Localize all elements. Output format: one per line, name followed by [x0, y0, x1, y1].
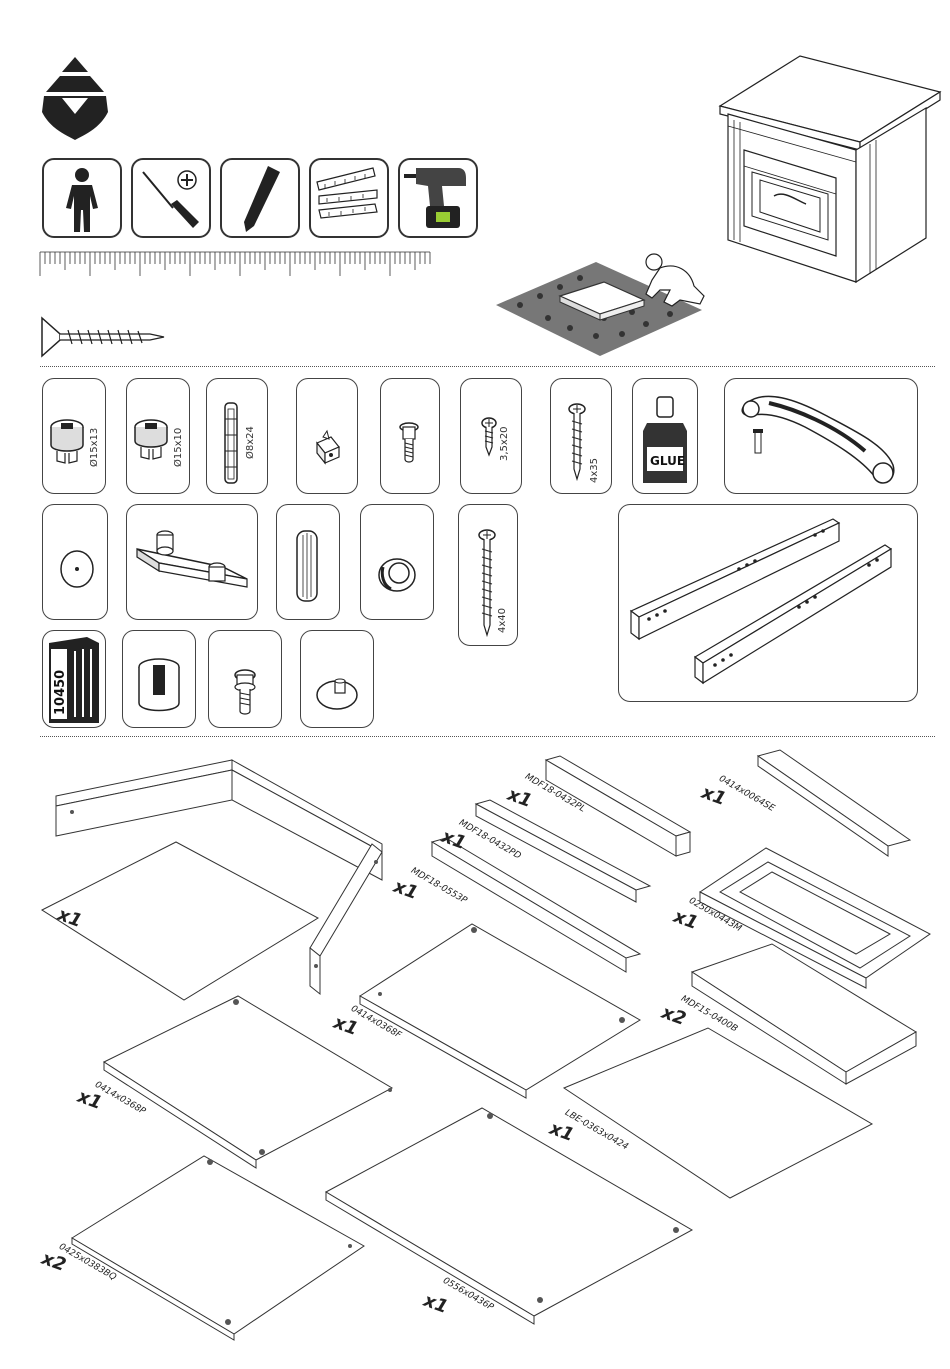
hw-card-bumper — [360, 504, 434, 620]
screw-4x35-icon — [551, 379, 611, 493]
hw-label-screw4x35: 4x35 — [589, 458, 600, 483]
tool-person — [42, 158, 122, 238]
part-code-0556x0436p: 0556x0436P — [441, 1276, 495, 1313]
hw-card-screw-3520: 3,5x20 — [460, 378, 522, 494]
hw-card-screw-4x40: 4x40 — [458, 504, 518, 646]
hw-card-handle — [724, 378, 918, 494]
hw-card-connector-bolt — [208, 630, 282, 728]
round-cap-icon — [301, 631, 373, 727]
cover-disc-icon — [43, 505, 107, 619]
drawer-slide-icon — [619, 505, 917, 701]
hw-card-shelf-support-plate — [126, 504, 258, 620]
part-code-mdf18-0432pd: MDF18-0432PD — [457, 818, 522, 862]
hw-label-connector: 10450 — [53, 670, 68, 715]
hw-label-screw3520: 3,5x20 — [499, 426, 510, 461]
hw-card-round-cap — [300, 630, 374, 728]
dowel-bolt-icon — [207, 379, 267, 493]
hw-label-glue: GLUE — [650, 454, 685, 468]
section-divider — [40, 736, 935, 737]
tool-drill — [398, 158, 478, 238]
glue-bottle-icon — [633, 379, 697, 493]
qty-mdf18-0553p: x1 — [391, 876, 421, 904]
corner-bracket-icon — [297, 379, 357, 493]
hw-card-drawer-slides — [618, 504, 918, 702]
wood-dowel-icon — [277, 505, 339, 619]
tool-screwdriver — [131, 158, 211, 238]
section-divider — [40, 366, 935, 367]
hw-card-disc — [42, 504, 108, 620]
hw-card-connector-10450: 10450 — [42, 630, 106, 728]
small-screw-icon — [461, 379, 521, 493]
hw-label-screw4x40: 4x40 — [497, 608, 508, 633]
hw-card-bracket — [296, 378, 358, 494]
hw-label-cam15x10: Ø15x10 — [173, 428, 184, 467]
connector-bolt-icon — [209, 631, 281, 727]
hw-card-cam-15x10: Ø15x10 — [126, 378, 190, 494]
screwdriver-icon — [133, 160, 209, 236]
person-icon — [44, 160, 120, 236]
hw-card-dowel-8x24: Ø8x24 — [206, 378, 268, 494]
part-code-mdf15-0400b: MDF15-0400B — [679, 994, 739, 1034]
hw-card-screw-4x35: 4x35 — [550, 378, 612, 494]
qty-0556x0436p: x1 — [421, 1290, 451, 1318]
bumper-icon — [361, 505, 433, 619]
hw-card-glue: GLUE — [632, 378, 698, 494]
hw-label-cam15x13: Ø15x13 — [89, 428, 100, 467]
hw-card-wood-dowel — [276, 504, 340, 620]
hw-card-cam-15x13: Ø15x13 — [42, 378, 106, 494]
folding-ruler-icon — [311, 160, 387, 236]
hw-card-euro-screw — [380, 378, 440, 494]
hw-label-dowel8x24: Ø8x24 — [245, 426, 256, 459]
support-plate-icon — [127, 505, 257, 619]
handle-icon — [725, 379, 917, 493]
qty-drawer-bottom: x1 — [55, 904, 85, 932]
hw-card-cam-housing — [122, 630, 196, 728]
drill-icon — [400, 160, 476, 236]
screw-4x40-icon — [459, 505, 517, 645]
pencil-icon — [222, 160, 298, 236]
euro-screw-icon — [381, 379, 439, 493]
cam-housing-icon — [123, 631, 195, 727]
tool-pencil — [220, 158, 300, 238]
qty-mdf18-0432pl: x1 — [505, 784, 535, 812]
tool-ruler — [309, 158, 389, 238]
